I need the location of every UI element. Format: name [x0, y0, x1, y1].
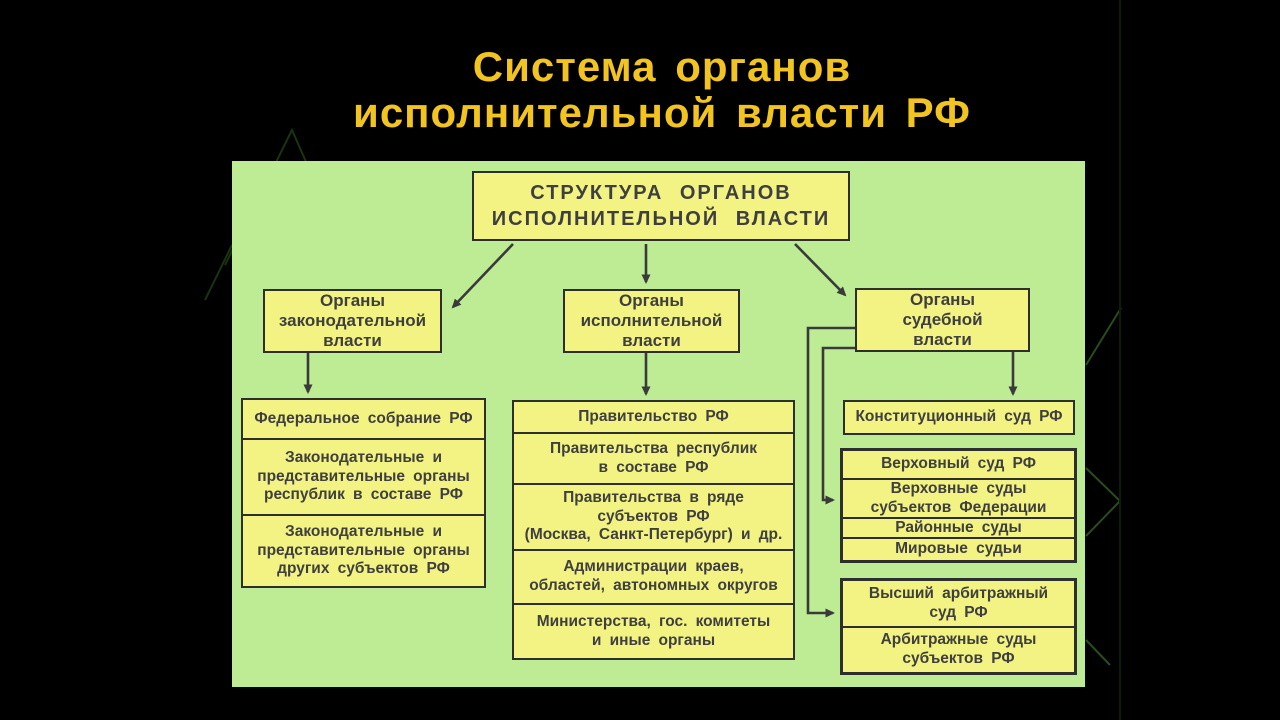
list-item: Министерства, гос. комитеты и иные орган…	[514, 603, 793, 658]
slide-title: Система органов исполнительной власти РФ	[353, 43, 971, 137]
root-box: СТРУКТУРА ОРГАНОВ ИСПОЛНИТЕЛЬНОЙ ВЛАСТИ	[472, 171, 850, 241]
executive-list: Правительство РФ Правительства республик…	[512, 400, 795, 660]
branch-executive: Органы исполнительной власти	[563, 289, 740, 353]
list-item: Районные суды	[843, 517, 1074, 537]
branch-judicial: Органы судебной власти	[855, 288, 1030, 352]
list-item: Администрации краев, областей, автономны…	[514, 549, 793, 603]
list-item: Мировые судьи	[843, 537, 1074, 560]
arbitration-courts-group: Высший арбитражный суд РФ Арбитражные су…	[840, 578, 1077, 675]
list-item: Законодательные и представительные орган…	[243, 514, 484, 586]
legislative-list: Федеральное собрание РФ Законодательные …	[241, 398, 486, 588]
list-item: Правительства в ряде субъектов РФ (Москв…	[514, 483, 793, 549]
list-item: Федеральное собрание РФ	[254, 409, 473, 427]
list-item: Правительство РФ	[578, 407, 729, 425]
constitutional-court-box: Конституционный суд РФ	[843, 400, 1075, 435]
general-courts-group: Верховный суд РФ Верховные суды субъекто…	[840, 448, 1077, 563]
branch-legislative: Органы законодательной власти	[263, 289, 442, 353]
list-item: Арбитражные суды субъектов РФ	[843, 626, 1074, 672]
list-item: Законодательные и представительные орган…	[243, 438, 484, 514]
diagram-panel: СТРУКТУРА ОРГАНОВ ИСПОЛНИТЕЛЬНОЙ ВЛАСТИ …	[232, 161, 1085, 687]
list-item: Верховные суды субъектов Федерации	[843, 478, 1074, 517]
list-item: Высший арбитражный суд РФ	[868, 584, 1049, 621]
list-item: Верховный суд РФ	[881, 455, 1036, 473]
list-item: Правительства республик в составе РФ	[514, 432, 793, 483]
